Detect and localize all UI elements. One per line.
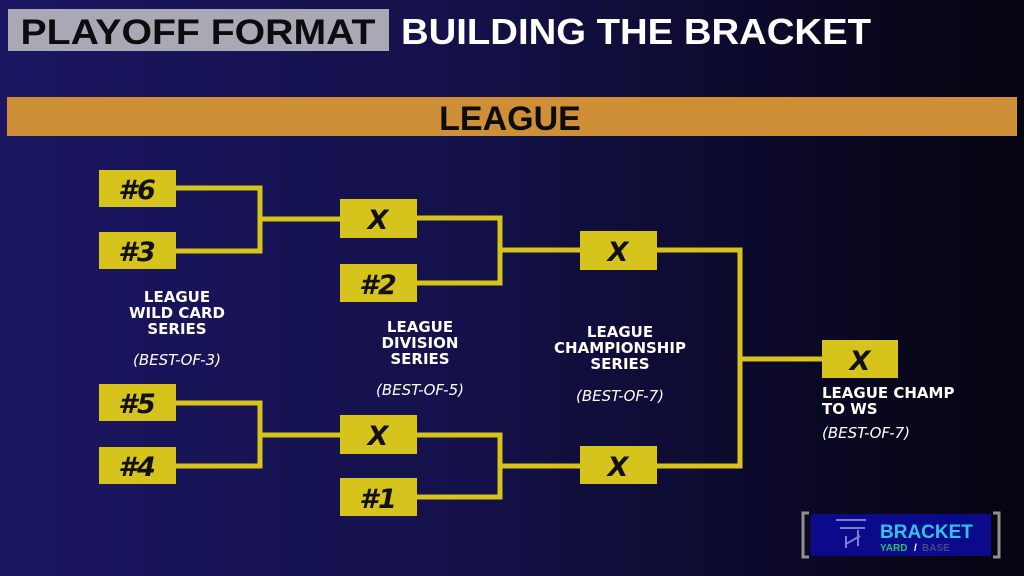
svg-text:LEAGUE: LEAGUE [587, 323, 653, 341]
division-label: LEAGUE DIVISION SERIES (BEST-OF-5) [376, 318, 464, 399]
logo-sep: / [914, 543, 917, 554]
wildcard-winner-top-box: X [340, 199, 417, 238]
division-winner-bottom-box: X [580, 446, 657, 484]
svg-text:#4: #4 [118, 452, 156, 483]
svg-text:#6: #6 [118, 175, 156, 206]
svg-text:X: X [606, 452, 630, 483]
division-winner-top-box: X [580, 231, 657, 270]
seed-5-box: #5 [99, 384, 176, 421]
svg-text:#1: #1 [359, 484, 397, 515]
svg-text:SERIES: SERIES [147, 320, 206, 338]
league-banner [7, 97, 1017, 136]
svg-text:X: X [606, 237, 630, 268]
svg-text:SERIES: SERIES [590, 355, 649, 373]
svg-text:TO WS: TO WS [822, 400, 878, 418]
svg-text:X: X [366, 421, 390, 452]
seed-2-box: #2 [340, 264, 417, 302]
svg-text:WILD CARD: WILD CARD [129, 304, 225, 322]
svg-text:CHAMPIONSHIP: CHAMPIONSHIP [554, 339, 686, 357]
svg-text:(BEST-OF-7): (BEST-OF-7) [576, 387, 664, 405]
seed-4-box: #4 [99, 447, 176, 484]
svg-text:#2: #2 [359, 270, 397, 301]
bracket-yard-logo: BRACKET YARD / BASE [801, 511, 1001, 559]
svg-text:#3: #3 [118, 237, 156, 268]
seed-6-box: #6 [99, 170, 176, 207]
svg-text:LEAGUE CHAMP: LEAGUE CHAMP [822, 384, 954, 402]
seed-3-box: #3 [99, 232, 176, 269]
header-tag-bg [8, 9, 389, 51]
header-title: BUILDING THE BRACKET [401, 11, 871, 52]
championship-label: LEAGUE CHAMPIONSHIP SERIES (BEST-OF-7) [554, 323, 686, 405]
header-tag: PLAYOFF FORMAT [21, 13, 376, 52]
svg-text:(BEST-OF-7): (BEST-OF-7) [822, 424, 910, 442]
wildcard-winner-bottom-box: X [340, 415, 417, 454]
bracket-logo-icon [836, 519, 866, 548]
svg-text:#5: #5 [118, 389, 156, 420]
bracket-lines [176, 185, 822, 500]
svg-text:X: X [848, 346, 872, 377]
league-champ-box: X [822, 340, 898, 378]
logo-sub1: YARD [880, 543, 907, 554]
svg-text:DIVISION: DIVISION [382, 334, 459, 352]
final-label: LEAGUE CHAMP TO WS (BEST-OF-7) [822, 384, 954, 442]
logo-name: BRACKET [880, 522, 973, 543]
svg-text:(BEST-OF-5): (BEST-OF-5) [376, 381, 464, 399]
banner-label: LEAGUE [439, 100, 581, 138]
svg-text:X: X [366, 205, 390, 236]
svg-text:LEAGUE: LEAGUE [144, 288, 210, 306]
seed-1-box: #1 [340, 478, 417, 516]
wildcard-label: LEAGUE WILD CARD SERIES (BEST-OF-3) [129, 288, 225, 369]
svg-text:LEAGUE: LEAGUE [387, 318, 453, 336]
logo-sub2: BASE [922, 543, 950, 554]
svg-text:(BEST-OF-3): (BEST-OF-3) [133, 351, 221, 369]
svg-text:SERIES: SERIES [390, 350, 449, 368]
